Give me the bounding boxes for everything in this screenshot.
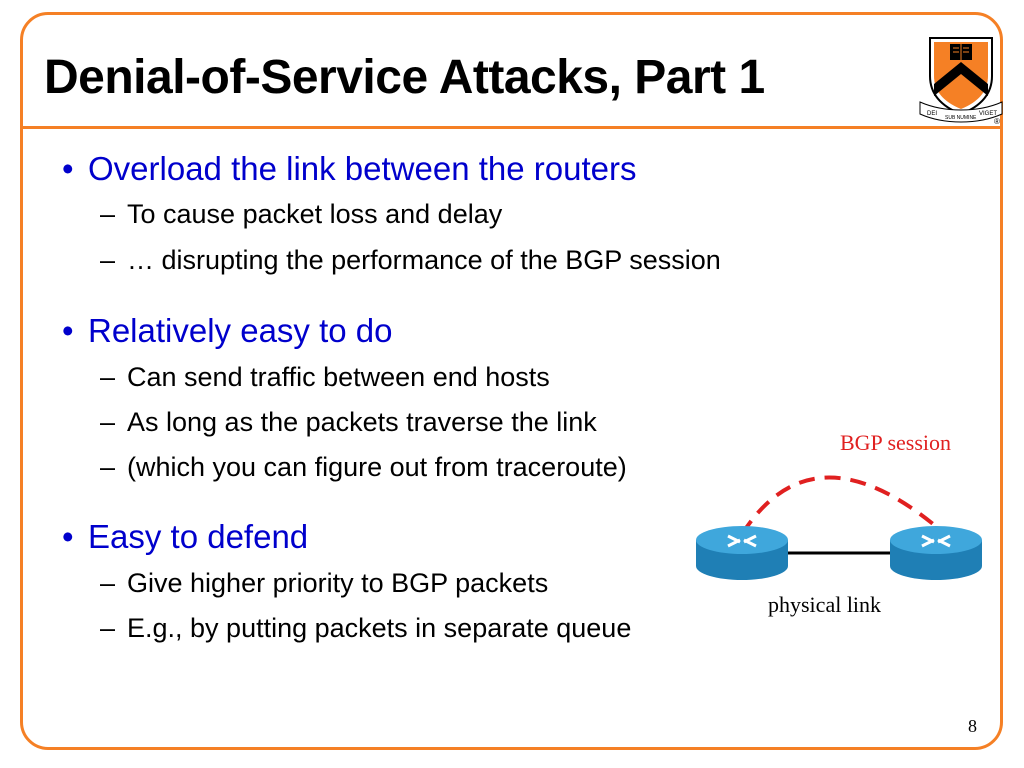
sub-bullet-3-2: –E.g., by putting packets in separate qu… (100, 613, 631, 644)
bullet-3: • Easy to defend (62, 518, 308, 556)
sub-bullet-text: E.g., by putting packets in separate que… (127, 613, 632, 643)
router-left-icon (696, 526, 788, 580)
slide-title: Denial-of-Service Attacks, Part 1 (44, 51, 765, 104)
shield-chevron (934, 62, 988, 96)
sub-bullet-3-1: –Give higher priority to BGP packets (100, 568, 548, 599)
bgp-session-label: BGP session (840, 430, 951, 455)
registered-mark: ® (994, 117, 1000, 126)
sub-bullet-2-1: –Can send traffic between end hosts (100, 362, 550, 393)
bullet-2-text: Relatively easy to do (88, 312, 393, 349)
sub-bullet-text: As long as the packets traverse the link (127, 407, 597, 437)
slide-frame (20, 12, 1003, 750)
page-number: 8 (968, 716, 977, 736)
bullet-3-text: Easy to defend (88, 518, 309, 555)
bullet-1: • Overload the link between the routers (62, 150, 636, 188)
princeton-shield-icon: DEI SUB NUMINE VIGET ® (919, 37, 1003, 126)
sub-marker: – (100, 199, 116, 229)
title-divider (21, 126, 1001, 129)
sub-marker: – (100, 613, 116, 643)
bullet-marker: • (62, 518, 74, 555)
sub-marker: – (100, 362, 116, 392)
sub-marker: – (100, 245, 116, 275)
motto-center: SUB NUMINE (945, 115, 977, 121)
bullet-2: • Relatively easy to do (62, 312, 393, 350)
bullet-marker: • (62, 150, 74, 187)
sub-marker: – (100, 452, 116, 482)
bgp-session-arc (740, 475, 947, 536)
sub-bullet-1-1: –To cause packet loss and delay (100, 199, 502, 230)
shield-body (934, 42, 988, 109)
motto-left: DEI (927, 111, 937, 117)
sub-bullet-text: … disrupting the performance of the BGP … (127, 245, 721, 275)
motto-right: VIGET (979, 111, 997, 117)
sub-bullet-1-2: –… disrupting the performance of the BGP… (100, 245, 721, 276)
sub-bullet-text: To cause packet loss and delay (127, 199, 503, 229)
motto-ribbon (919, 101, 1003, 123)
sub-marker: – (100, 407, 116, 437)
physical-link-label: physical link (768, 592, 881, 617)
sub-bullet-2-3: –(which you can figure out from tracerou… (100, 452, 627, 483)
bullet-1-text: Overload the link between the routers (88, 150, 637, 187)
sub-bullet-text: Give higher priority to BGP packets (127, 568, 549, 598)
bgp-diagram: BGP session physical link (696, 430, 982, 617)
sub-bullet-2-2: –As long as the packets traverse the lin… (100, 407, 597, 438)
sub-bullet-text: (which you can figure out from tracerout… (127, 452, 627, 482)
sub-bullet-text: Can send traffic between end hosts (127, 362, 550, 392)
router-right-icon (890, 526, 982, 580)
sub-marker: – (100, 568, 116, 598)
bullet-marker: • (62, 312, 74, 349)
